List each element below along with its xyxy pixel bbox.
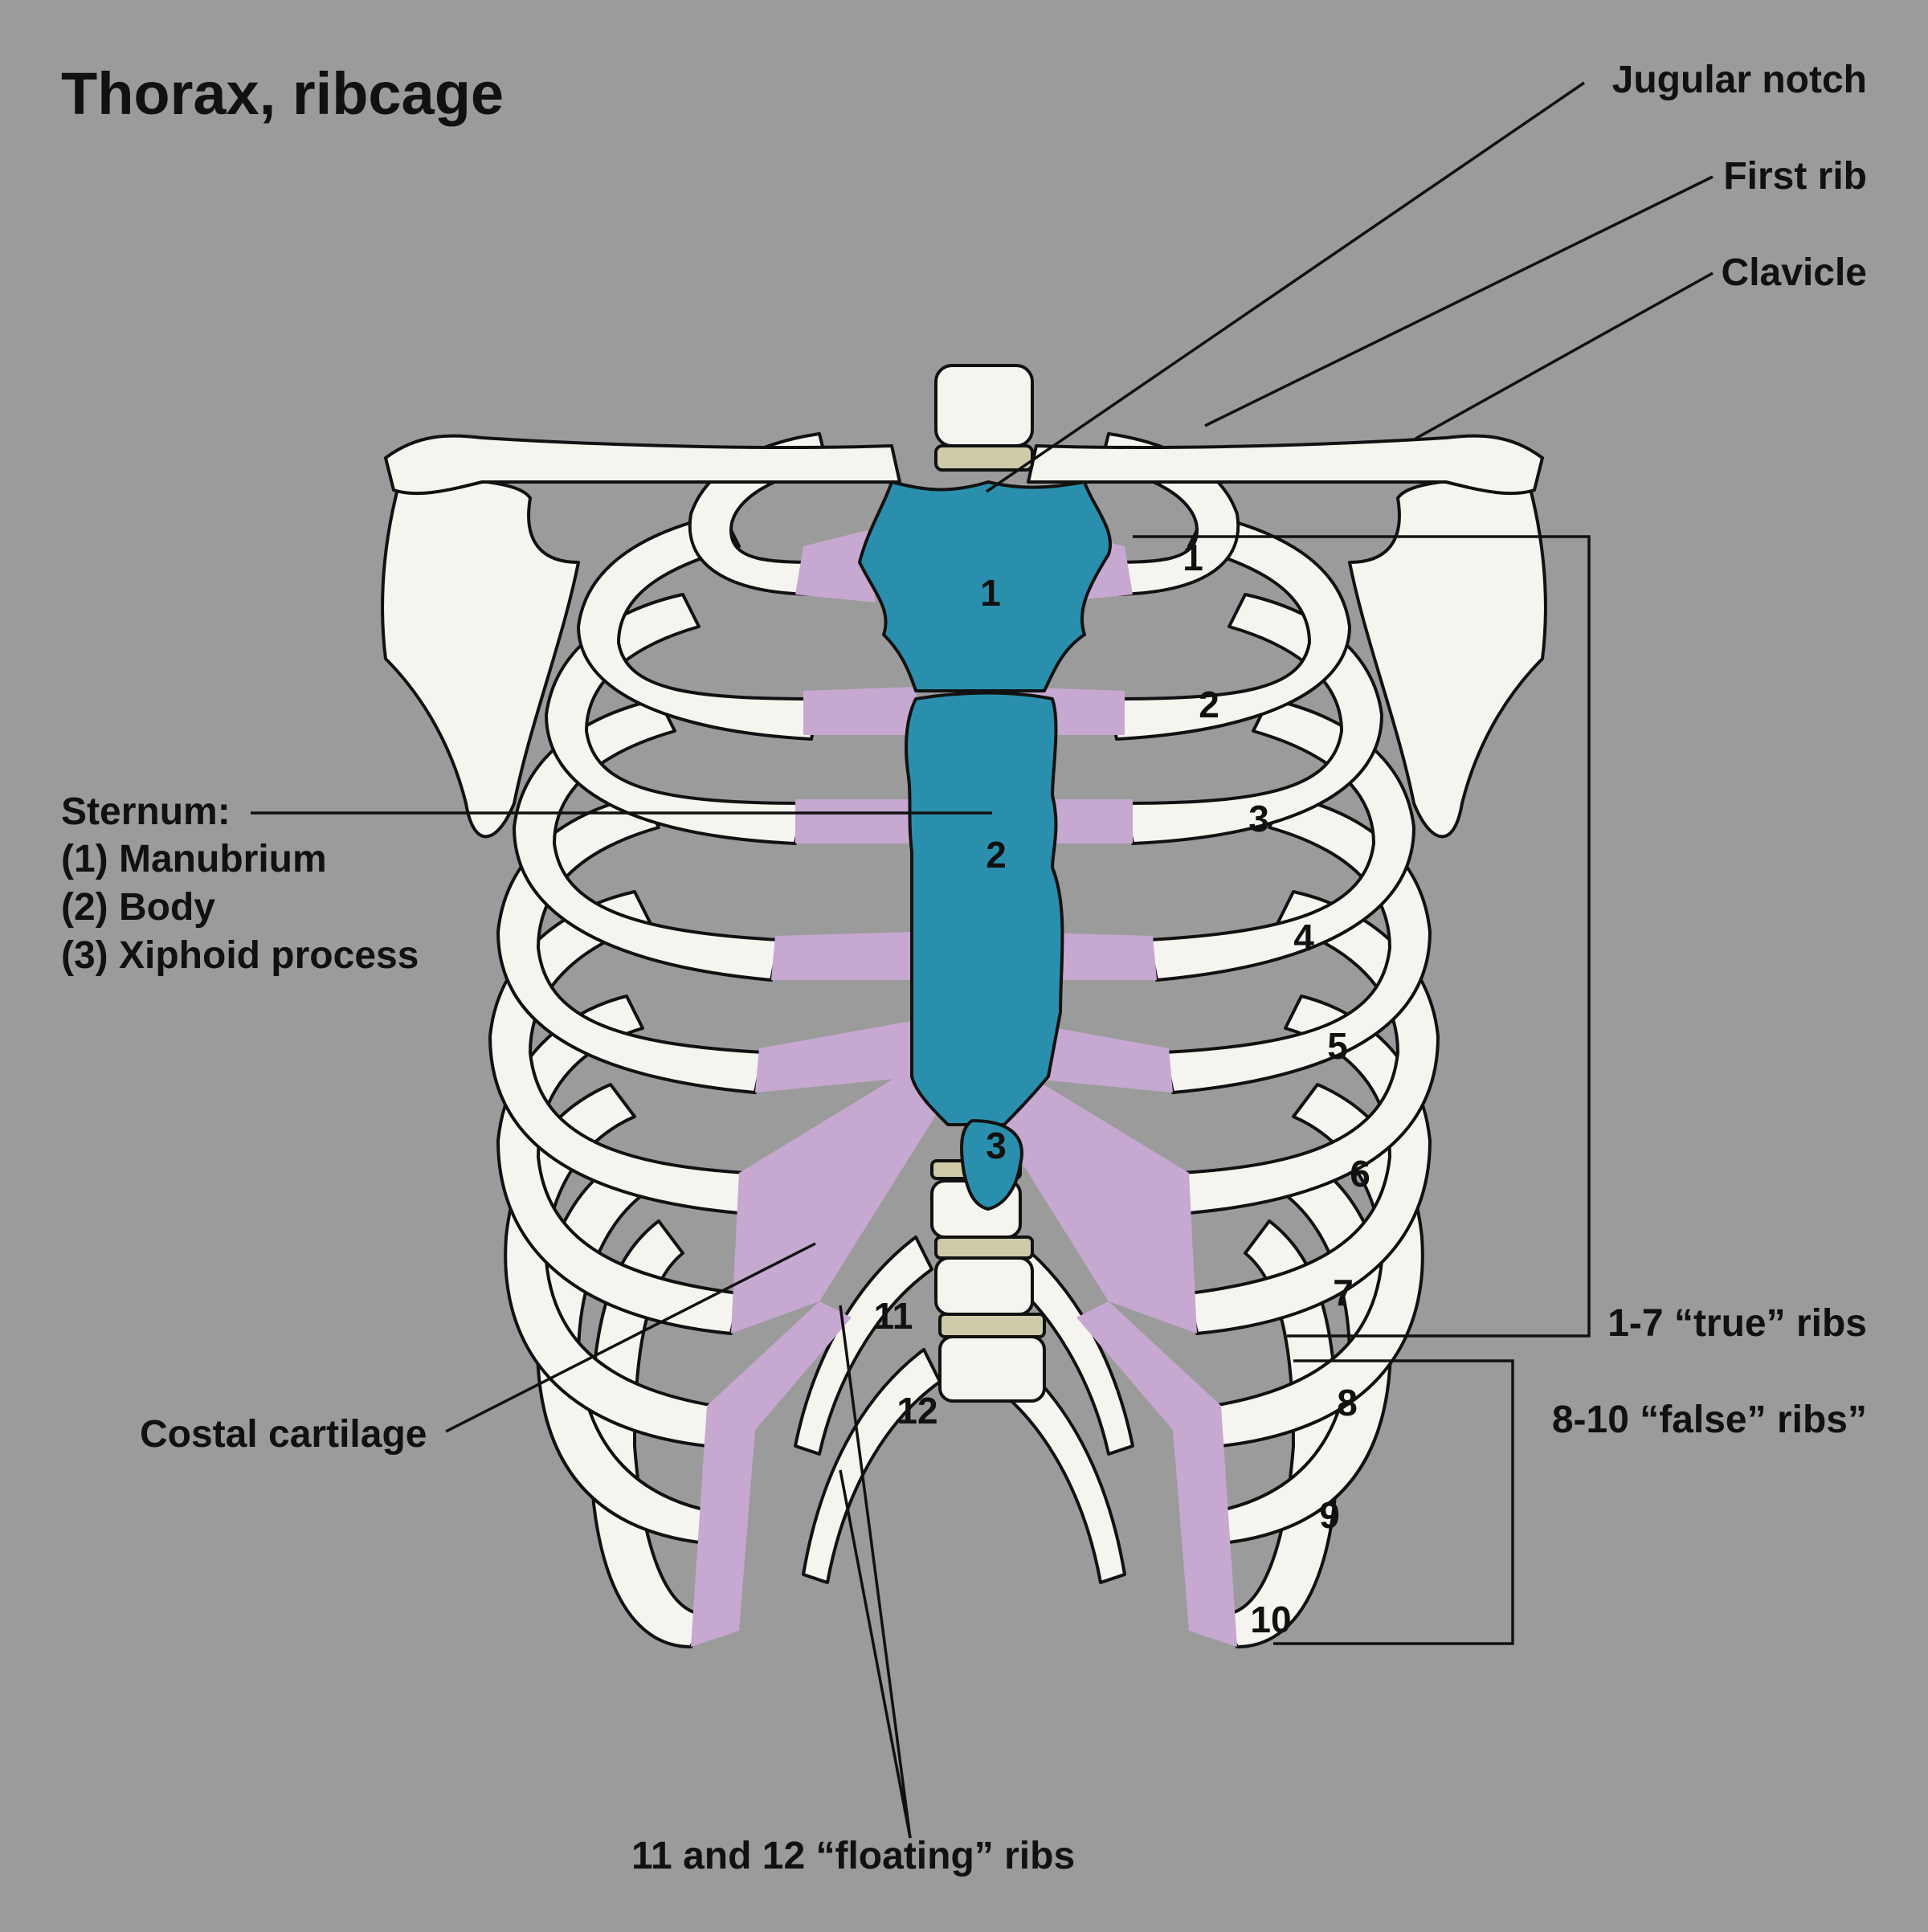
intervertebral-disc-3 [938, 1313, 1046, 1338]
sternum [858, 480, 1112, 1211]
rib-left-7 [496, 995, 741, 1335]
leader-jugular-notch [986, 81, 1585, 493]
leader-costal-cartilage [445, 1242, 816, 1433]
leader-floating-12 [839, 1469, 912, 1839]
rib-number-4: 4 [1293, 917, 1314, 958]
cartilage-right-8-10 [1076, 1301, 1237, 1647]
sternum-number-2: 2 [986, 834, 1007, 876]
leader-clavicle [1415, 272, 1714, 440]
sternum-body [905, 691, 1064, 1126]
cartilage-left-1 [795, 530, 876, 602]
rib-left-6 [488, 890, 749, 1215]
bracket-true-ribs [1133, 535, 1591, 1338]
cartilage-left-4 [771, 932, 916, 980]
left-clavicle [384, 434, 901, 496]
ribs-left [488, 432, 829, 1648]
rib-left-8 [504, 1083, 717, 1448]
rib-number-11: 11 [874, 1295, 913, 1337]
intervertebral-disc-2 [934, 1236, 1034, 1260]
leader-first-rib [1204, 175, 1714, 427]
cartilage-left-2 [803, 687, 920, 735]
cartilage-left-5 [755, 1020, 920, 1093]
vertebra-lower-3 [938, 1335, 1046, 1403]
sternum-number-3: 3 [986, 1125, 1007, 1166]
rib-right-8 [1211, 1083, 1424, 1448]
rib-number-2: 2 [1199, 684, 1219, 725]
rib-left-10 [589, 1219, 709, 1648]
rib-number-5: 5 [1327, 1025, 1348, 1067]
rib-numbers: 1 2 3 4 5 6 7 8 9 10 11 12 [874, 537, 1370, 1640]
vertebral-column [930, 364, 1046, 1403]
label-true-ribs: 1-7 “true” ribs [1607, 1302, 1867, 1345]
label-sternum-body: (2) Body [61, 886, 215, 929]
label-sternum-heading: Sternum: [61, 790, 231, 833]
label-clavicle: Clavicle [1721, 251, 1867, 294]
right-scapula [1348, 472, 1547, 839]
label-jugular-notch: Jugular notch [1611, 59, 1867, 101]
rib-number-8: 8 [1337, 1382, 1358, 1423]
sternum-number-1: 1 [980, 572, 1001, 614]
xiphoid-process [960, 1119, 1023, 1211]
label-first-rib: First rib [1723, 155, 1867, 198]
rib-number-1: 1 [1183, 537, 1203, 578]
rib-number-6: 6 [1350, 1153, 1370, 1195]
rib-number-12: 12 [897, 1390, 937, 1432]
rib-right-10 [1219, 1219, 1339, 1648]
cartilage-left-8-10 [691, 1301, 852, 1647]
label-xiphoid-process: (3) Xiphoid process [61, 934, 419, 977]
bracket-false-ribs [1273, 1359, 1514, 1645]
rib-right-6 [1179, 890, 1440, 1215]
cartilage-right-6-7 [988, 1060, 1197, 1334]
label-floating-ribs: 11 and 12 “floating” ribs [631, 1835, 1076, 1877]
rib-floating-12-right [986, 1348, 1126, 1584]
leader-lines [251, 81, 1714, 1839]
rib-number-9: 9 [1319, 1494, 1340, 1536]
rib-floating-12 [802, 1348, 942, 1584]
label-costal-cartilage: Costal cartilage [140, 1413, 427, 1456]
cartilage-left-3 [795, 799, 920, 843]
ribs-right [1099, 432, 1440, 1648]
cartilage-left-6-7 [731, 1060, 940, 1334]
rib-number-7: 7 [1333, 1272, 1354, 1313]
manubrium [858, 480, 1112, 692]
rib-right-7 [1187, 995, 1432, 1335]
leader-floating-11 [839, 1305, 912, 1839]
label-false-ribs: 8-10 “false” ribs” [1551, 1399, 1867, 1441]
left-scapula [381, 472, 580, 839]
rib-number-3: 3 [1248, 798, 1269, 839]
page-title: Thorax, ribcage [61, 60, 504, 127]
rib-number-10: 10 [1250, 1599, 1291, 1640]
vertebra-top [934, 364, 1034, 447]
sternum-numbers: 1 2 3 [980, 572, 1007, 1166]
rib-floating-11 [794, 1236, 933, 1456]
label-manubrium: (1) Manubrium [61, 838, 327, 880]
intervertebral-disc-top [934, 444, 1034, 472]
vertebra-lower-2 [934, 1256, 1034, 1316]
